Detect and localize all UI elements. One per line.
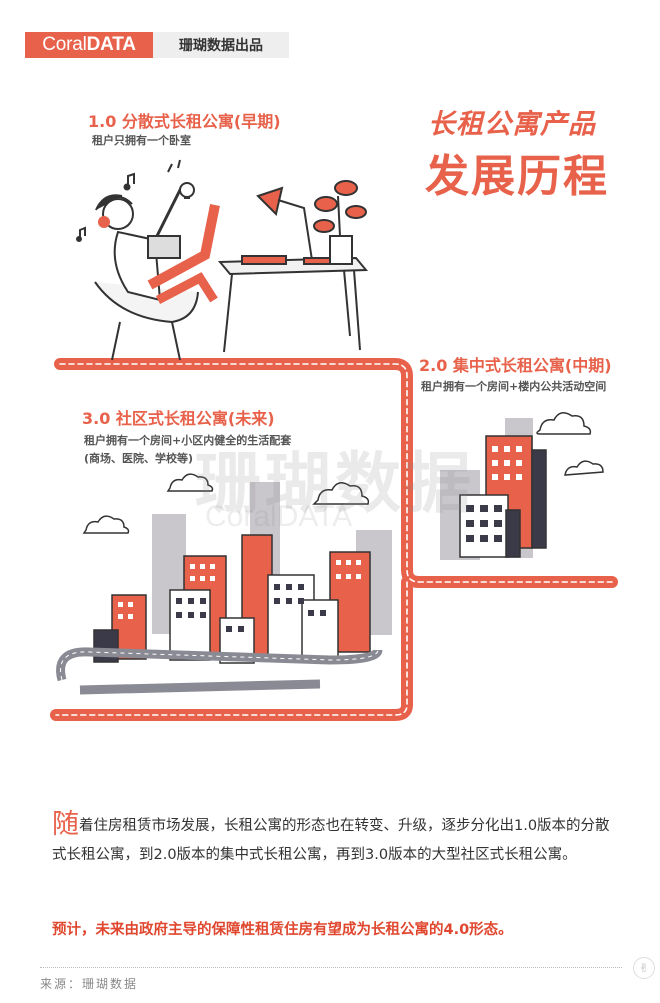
stage1-desc: 租户只拥有一个卧室 xyxy=(92,134,191,147)
watermark-cn: 珊瑚数据 xyxy=(195,445,475,522)
infographic-title-line1: 长租公寓产品 xyxy=(428,109,596,140)
coral-logo-icon: ✌ xyxy=(633,957,655,979)
brand-subtitle: 珊瑚数据出品 xyxy=(153,32,289,58)
timeline-path xyxy=(50,358,618,721)
stage1-label: 1.0 分散式长租公寓(早期) xyxy=(88,112,281,131)
paragraph-text: 着住房租赁市场发展，长租公寓的形态也在转变、升级，逐步分化出1.0版本的分散式长… xyxy=(52,818,610,863)
forecast-text: 预计，未来由政府主导的保障性租赁住房有望成为长租公寓的4.0形态。 xyxy=(52,922,513,938)
stage3-label: 3.0 社区式长租公寓(未来) xyxy=(82,409,275,428)
source-text: 来源：珊瑚数据 xyxy=(40,977,139,991)
cloud-icons xyxy=(82,412,604,534)
stage1-person-illustration xyxy=(76,159,220,361)
footer-divider xyxy=(40,967,622,968)
desk-lamp-plant-illustration xyxy=(217,180,369,353)
stage2-desc: 租户拥有一个房间+楼内公共活动空间 xyxy=(421,380,607,393)
stage2-label: 2.0 集中式长租公寓(中期) xyxy=(419,356,612,375)
drop-cap: 随 xyxy=(52,809,79,840)
infographic-title-line2: 发展历程 xyxy=(425,151,609,202)
watermark-en: CoralDATA xyxy=(205,500,353,533)
stage3-desc-line2: (商场、医院、学校等) xyxy=(84,452,194,465)
stage3-city xyxy=(56,482,392,695)
description-paragraph: 随着住房租赁市场发展，长租公寓的形态也在转变、升级，逐步分化出1.0版本的分散式… xyxy=(52,810,612,870)
stage3-desc-line1: 租户拥有一个房间+小区内健全的生活配套 xyxy=(84,434,292,447)
stage2-buildings xyxy=(440,418,547,560)
